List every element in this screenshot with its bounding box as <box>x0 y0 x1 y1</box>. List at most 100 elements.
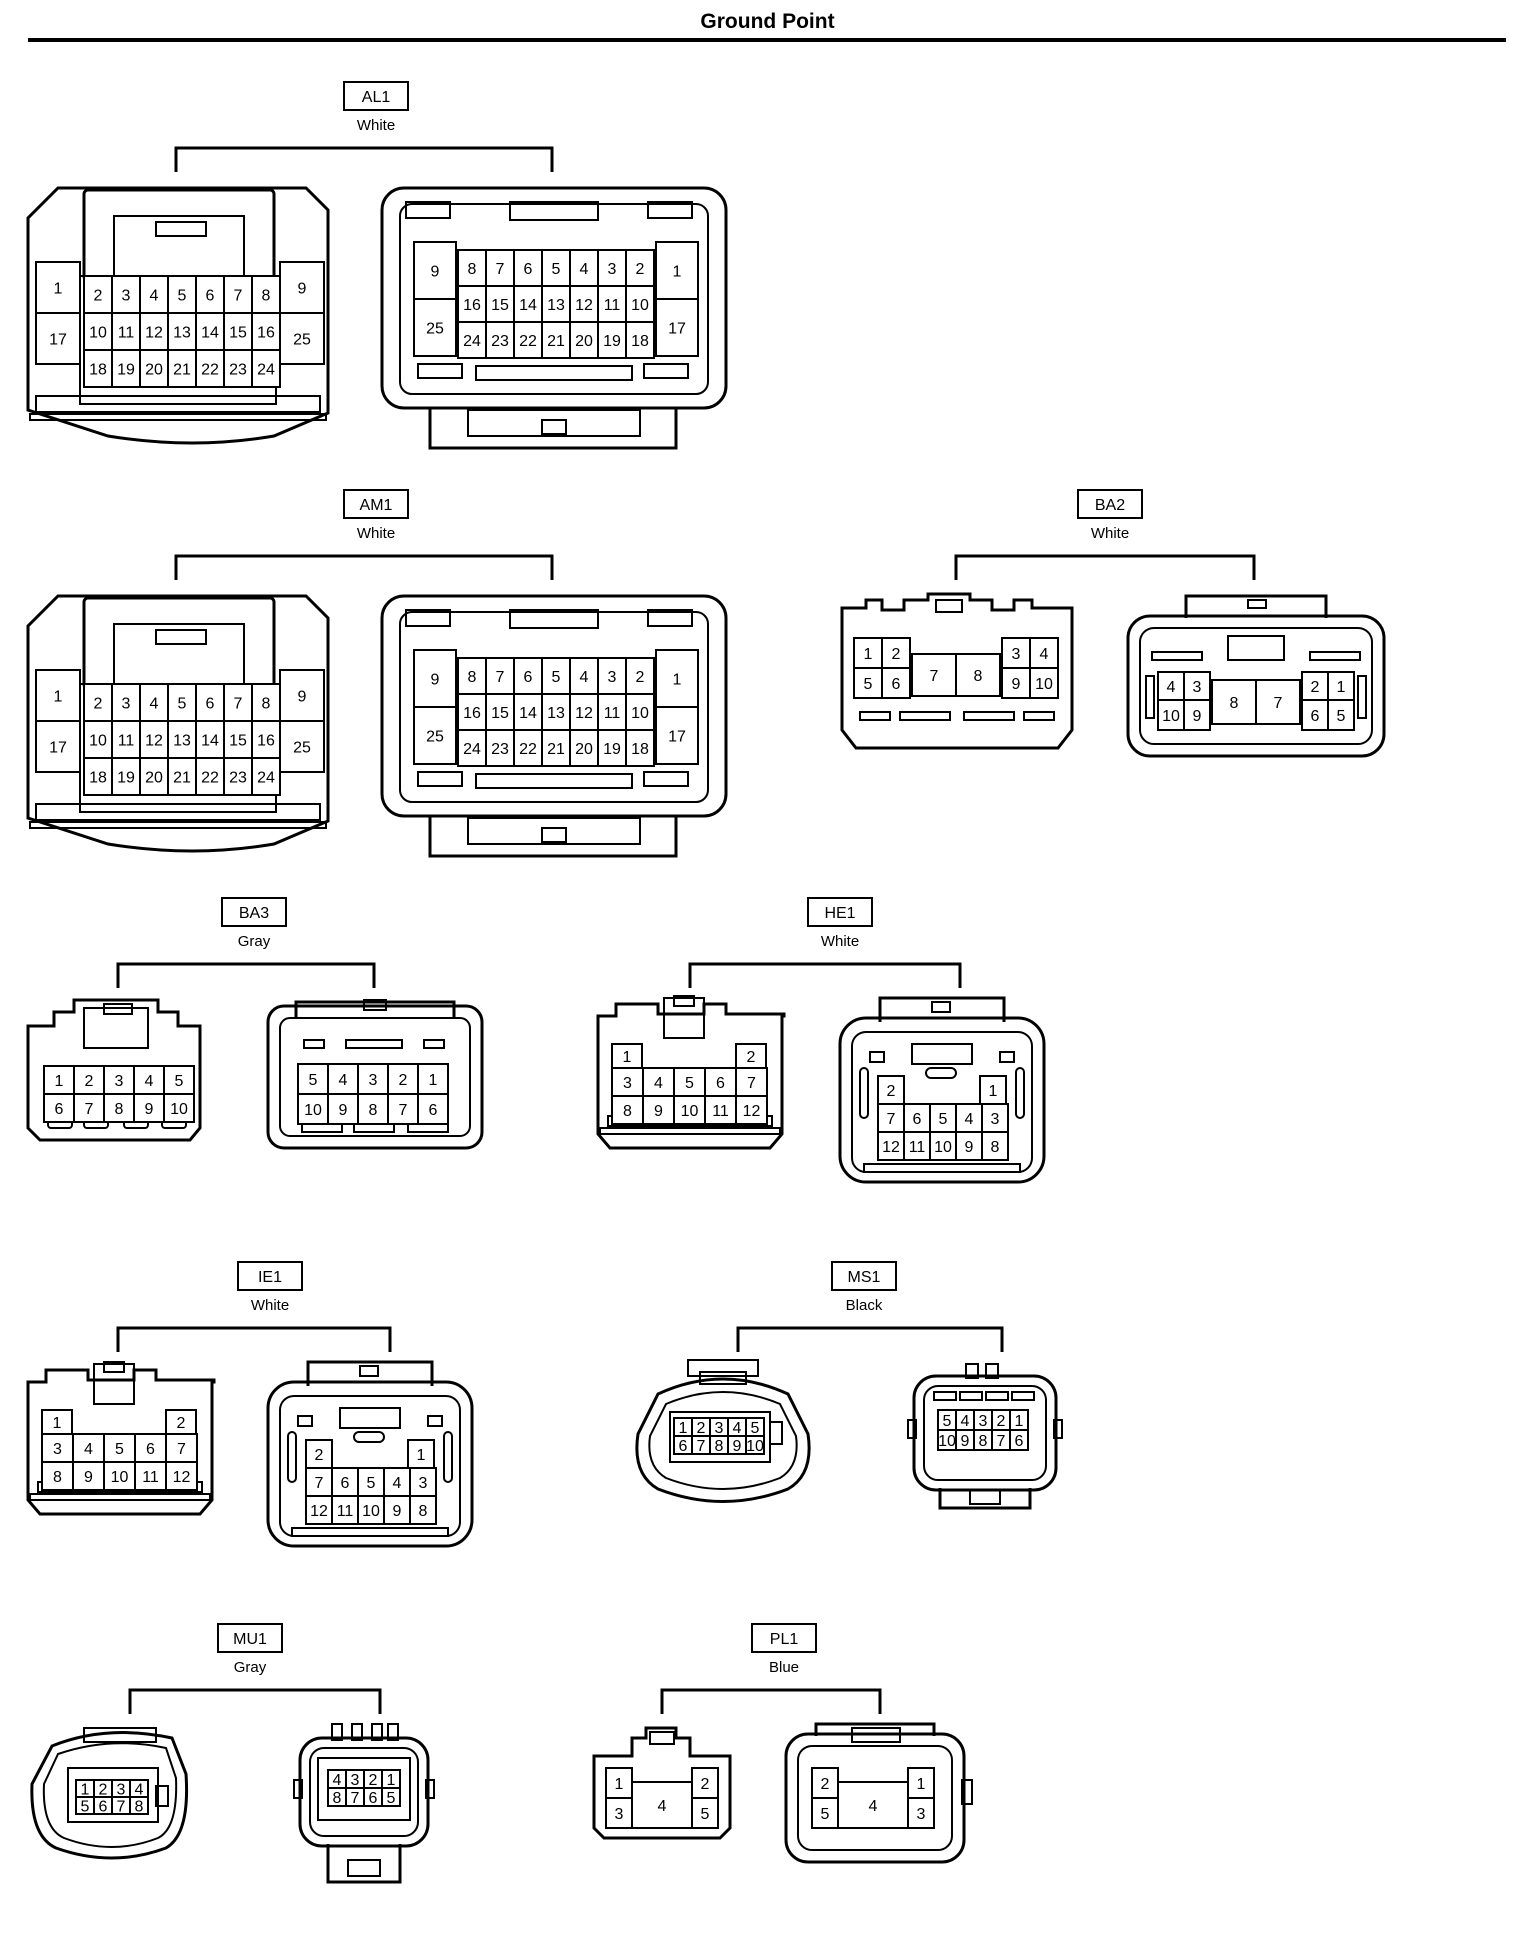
pin-20: 20 <box>569 729 599 767</box>
pin-3: 3 <box>111 275 141 314</box>
pin-5: 5 <box>103 1433 136 1463</box>
pin-19: 19 <box>597 321 627 359</box>
svg-text:10: 10 <box>304 1102 322 1119</box>
svg-text:6: 6 <box>524 261 533 278</box>
svg-text:5: 5 <box>939 1111 948 1128</box>
svg-text:1: 1 <box>989 1083 998 1100</box>
svg-text:22: 22 <box>519 333 537 350</box>
svg-text:2: 2 <box>747 1049 756 1066</box>
svg-text:5: 5 <box>943 1413 952 1430</box>
pin-11: 11 <box>111 720 141 759</box>
pin-12: 12 <box>735 1095 768 1125</box>
pin-11: 11 <box>134 1461 167 1491</box>
svg-text:2: 2 <box>85 1073 94 1090</box>
connector-color: Blue <box>769 1659 799 1676</box>
pin-9: 9 <box>279 669 325 722</box>
svg-text:1: 1 <box>615 1776 624 1793</box>
pin-7: 7 <box>485 249 515 287</box>
pin-2: 2 <box>735 1043 767 1069</box>
pin-6: 6 <box>363 1787 383 1807</box>
connector-shell <box>592 1726 732 1840</box>
svg-text:3: 3 <box>623 1075 632 1092</box>
svg-text:4: 4 <box>135 1782 144 1799</box>
connector-code-box: AL1 <box>343 81 409 111</box>
pin-1: 1 <box>417 1063 449 1095</box>
connector-shell <box>1126 594 1386 758</box>
svg-text:7: 7 <box>234 696 243 713</box>
connector-bracket <box>954 554 1256 580</box>
connector-bracket <box>174 146 554 172</box>
pin-10: 10 <box>625 693 655 731</box>
svg-text:3: 3 <box>53 1441 62 1458</box>
svg-text:5: 5 <box>552 261 561 278</box>
page-title: Ground Point <box>700 10 835 33</box>
svg-text:14: 14 <box>201 733 219 750</box>
pin-2: 2 <box>363 1769 383 1789</box>
svg-text:6: 6 <box>716 1075 725 1092</box>
pin-2: 2 <box>881 637 911 669</box>
pin-1: 1 <box>1327 671 1355 701</box>
svg-text:13: 13 <box>547 297 565 314</box>
svg-text:3: 3 <box>369 1072 378 1089</box>
connector-shell <box>596 995 786 1150</box>
pin-7: 7 <box>691 1435 711 1455</box>
svg-text:6: 6 <box>524 669 533 686</box>
pin-22: 22 <box>513 321 543 359</box>
connector-color: Black <box>846 1297 883 1314</box>
connector-bracket <box>174 554 554 580</box>
svg-text:3: 3 <box>117 1782 126 1799</box>
pin-1: 1 <box>907 1767 935 1799</box>
svg-text:20: 20 <box>145 770 163 787</box>
pin-5: 5 <box>541 657 571 695</box>
pin-9: 9 <box>642 1095 675 1125</box>
svg-text:4: 4 <box>733 1420 742 1437</box>
connector-color: White <box>1091 525 1129 542</box>
connector-code-box: HE1 <box>807 897 873 927</box>
pin-2: 2 <box>877 1075 905 1105</box>
pin-7: 7 <box>991 1429 1011 1451</box>
pin-15: 15 <box>485 693 515 731</box>
connector-code-box: MU1 <box>217 1623 283 1653</box>
svg-text:12: 12 <box>145 733 163 750</box>
pin-23: 23 <box>223 349 253 388</box>
svg-text:15: 15 <box>491 297 509 314</box>
pin-4: 4 <box>72 1433 105 1463</box>
pin-21: 21 <box>541 729 571 767</box>
svg-text:9: 9 <box>965 1139 974 1156</box>
svg-text:21: 21 <box>173 362 191 379</box>
svg-text:3: 3 <box>615 1806 624 1823</box>
connector-shell <box>266 1360 474 1548</box>
pin-11: 11 <box>597 285 627 323</box>
svg-text:4: 4 <box>658 1798 667 1815</box>
pin-5: 5 <box>937 1409 957 1431</box>
svg-text:16: 16 <box>463 297 481 314</box>
svg-text:7: 7 <box>997 1433 1006 1450</box>
svg-text:2: 2 <box>697 1420 706 1437</box>
svg-text:11: 11 <box>909 1139 926 1156</box>
pin-8: 8 <box>709 1435 729 1455</box>
pin-21: 21 <box>167 349 197 388</box>
pin-7: 7 <box>387 1093 419 1125</box>
pin-1: 1 <box>41 1409 73 1435</box>
pin-10: 10 <box>1029 667 1059 699</box>
svg-text:9: 9 <box>339 1102 348 1119</box>
svg-text:9: 9 <box>298 281 307 298</box>
connector-shell <box>635 1359 811 1503</box>
svg-text:6: 6 <box>913 1111 922 1128</box>
pin-7: 7 <box>223 275 253 314</box>
svg-text:3: 3 <box>1193 679 1202 696</box>
svg-text:2: 2 <box>1311 679 1320 696</box>
pin-3: 3 <box>709 1417 729 1437</box>
pin-5: 5 <box>811 1797 839 1829</box>
pin-8: 8 <box>357 1093 389 1125</box>
svg-text:5: 5 <box>387 1790 396 1807</box>
svg-text:2: 2 <box>315 1447 324 1464</box>
pin-5: 5 <box>297 1063 329 1095</box>
